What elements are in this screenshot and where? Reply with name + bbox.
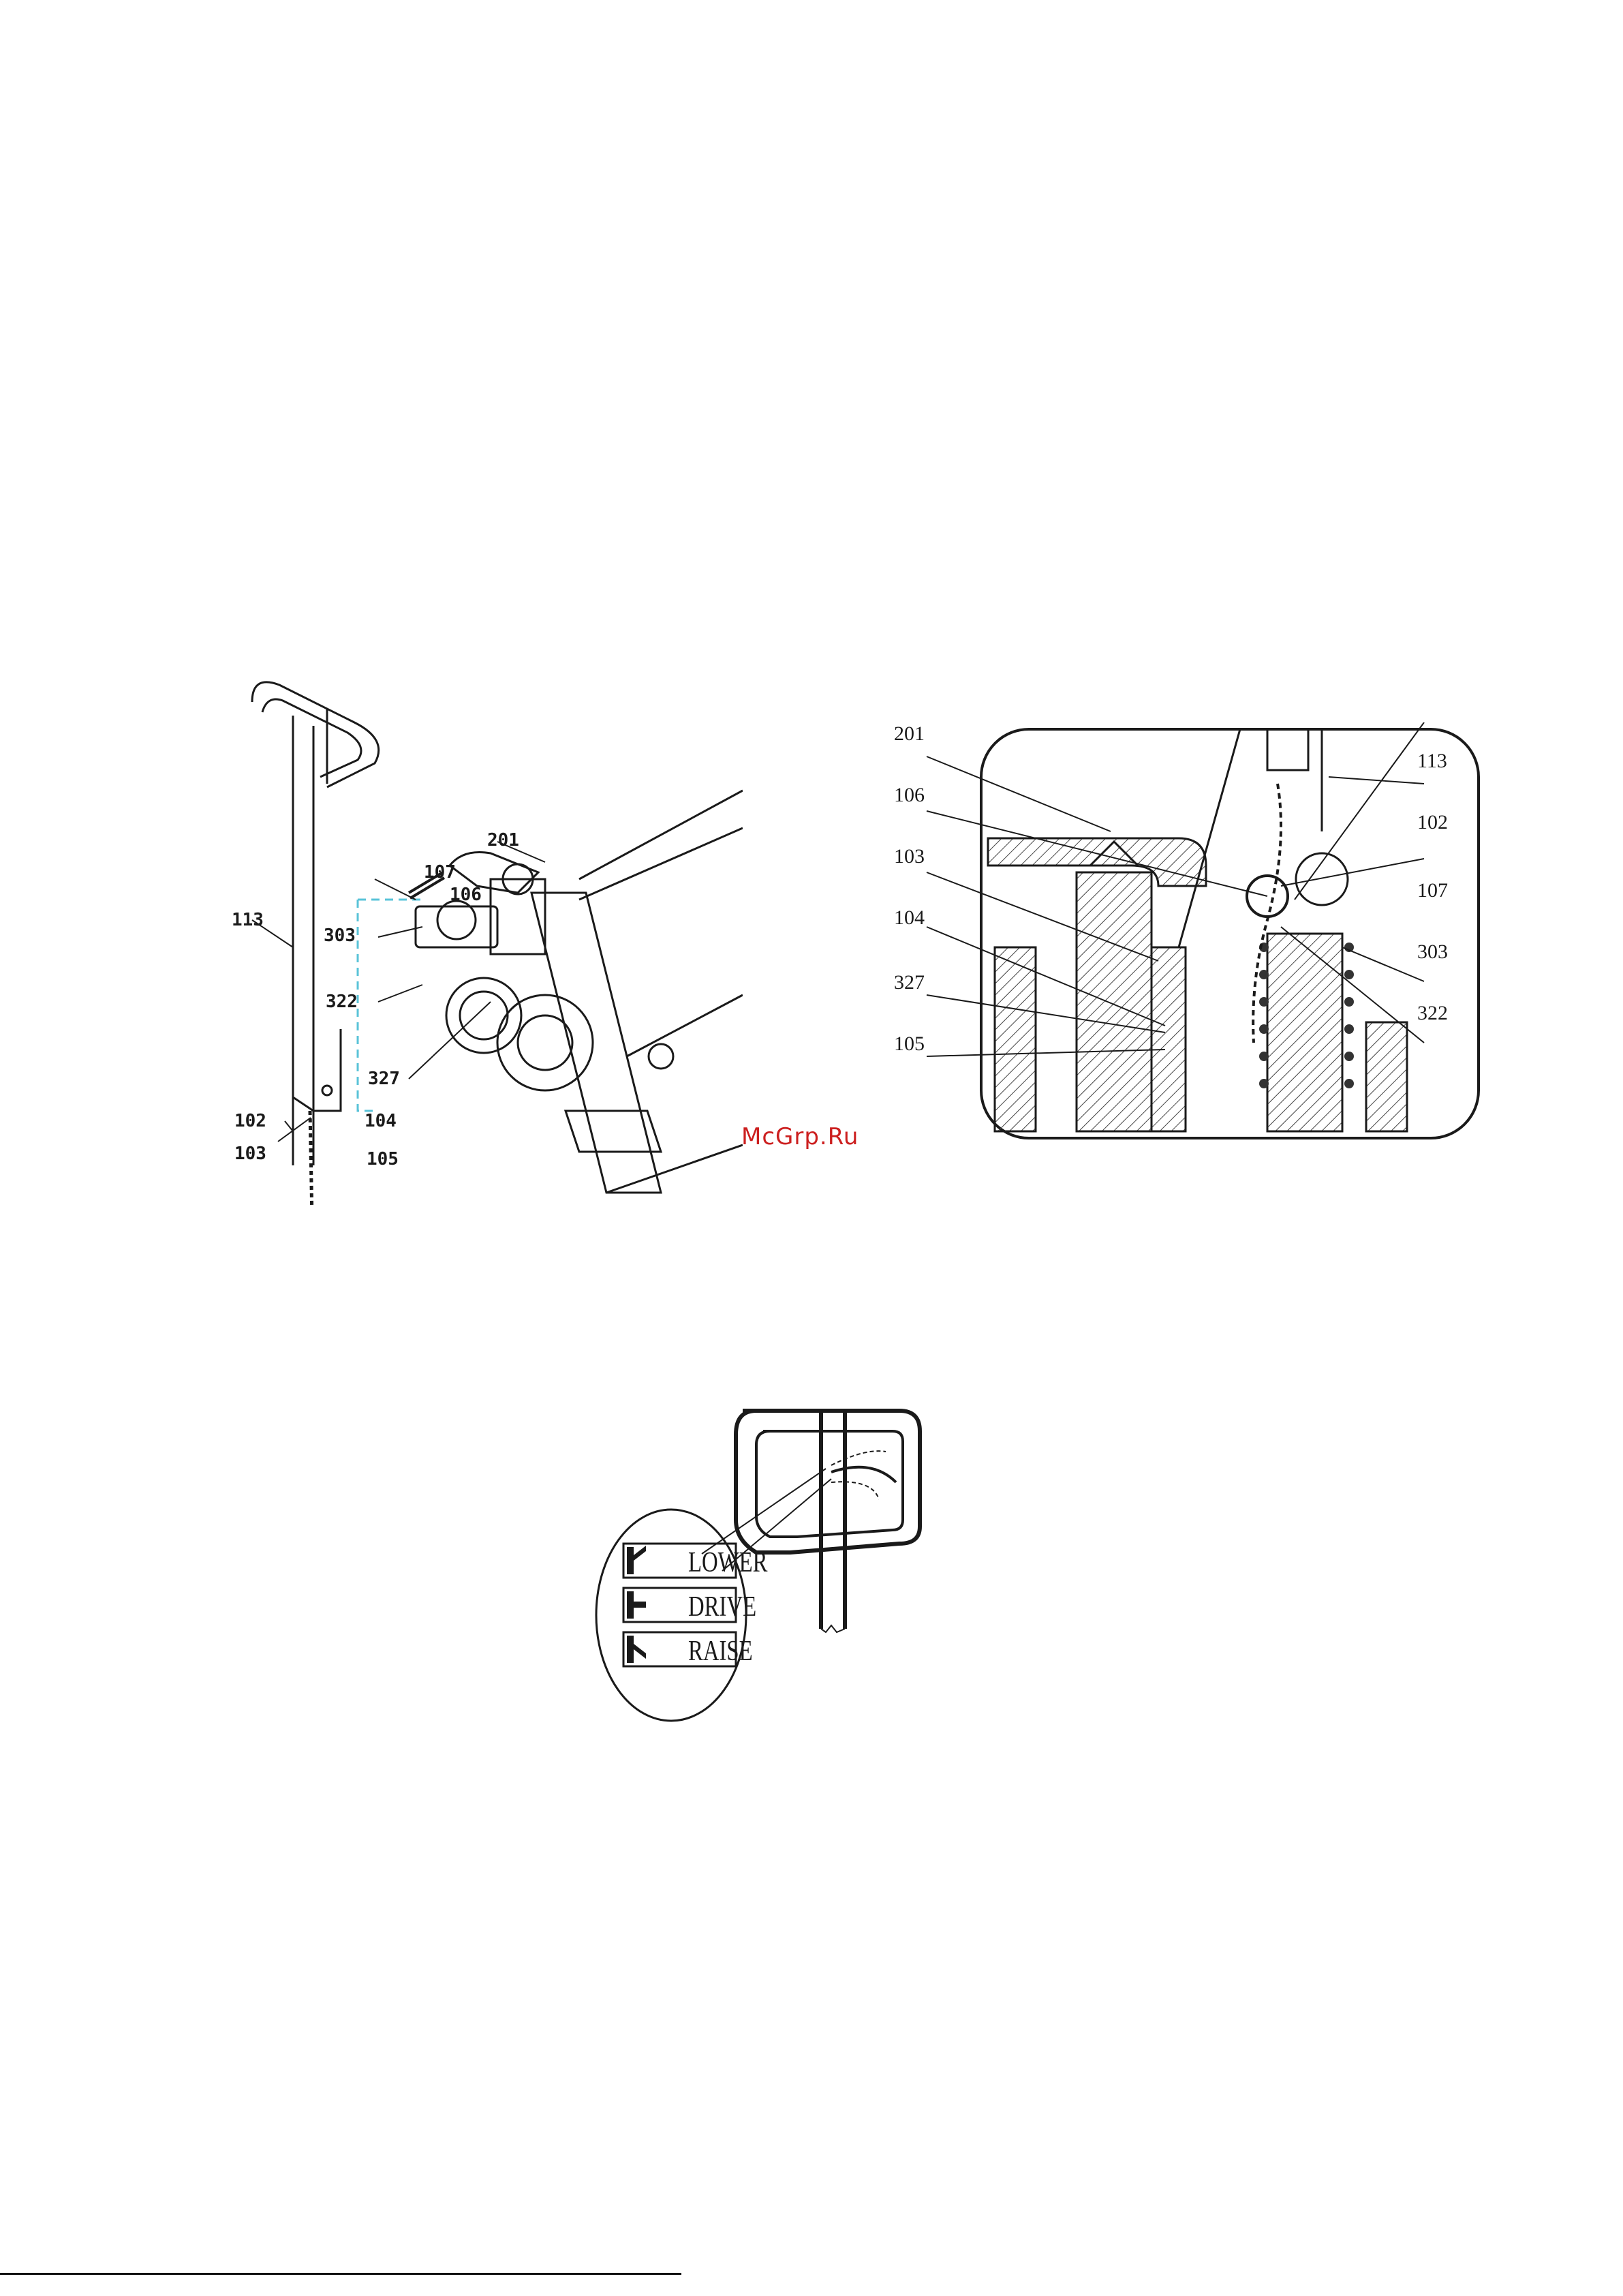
footer-rule: [0, 2273, 681, 2275]
callout-107: 107: [424, 862, 456, 883]
pallet-truck-drawing: [225, 675, 743, 1206]
callout-327: 327: [894, 971, 925, 994]
callout-105: 105: [367, 1149, 399, 1169]
callout-106: 106: [450, 885, 482, 905]
callout-201: 201: [487, 830, 519, 851]
callout-107: 107: [1417, 879, 1448, 902]
callout-106: 106: [894, 784, 925, 807]
callout-201: 201: [894, 722, 925, 746]
callout-102: 102: [1417, 811, 1448, 834]
callout-104: 104: [894, 906, 925, 930]
lever-position-drive: DRIVE: [688, 1591, 756, 1623]
callout-103: 103: [234, 1144, 266, 1164]
pallet-truck-exploded-figure: 201 107 106 113 303 322 327 102 104 103 …: [225, 675, 743, 1206]
callout-113: 113: [232, 910, 264, 930]
callout-102: 102: [234, 1111, 266, 1131]
callout-327: 327: [368, 1069, 400, 1089]
watermark: McGrp.Ru: [741, 1123, 859, 1150]
lever-position-raise: RAISE: [688, 1635, 753, 1668]
callout-105: 105: [894, 1032, 925, 1056]
lever-position-lower: LOWER: [688, 1546, 767, 1579]
callout-303: 303: [1417, 940, 1448, 964]
handle-top-drawing: [586, 1397, 968, 1751]
cross-section-drawing: [886, 722, 1506, 1159]
pump-cross-section-figure: 201 106 103 104 327 105 113 102 107 303 …: [886, 722, 1506, 1159]
callout-322: 322: [1417, 1002, 1448, 1025]
callout-103: 103: [894, 845, 925, 868]
handle-lever-positions-figure: LOWER DRIVE RAISE: [586, 1397, 968, 1751]
callout-104: 104: [365, 1111, 397, 1131]
callout-113: 113: [1417, 750, 1447, 773]
callout-322: 322: [326, 992, 358, 1012]
callout-303: 303: [324, 925, 356, 946]
